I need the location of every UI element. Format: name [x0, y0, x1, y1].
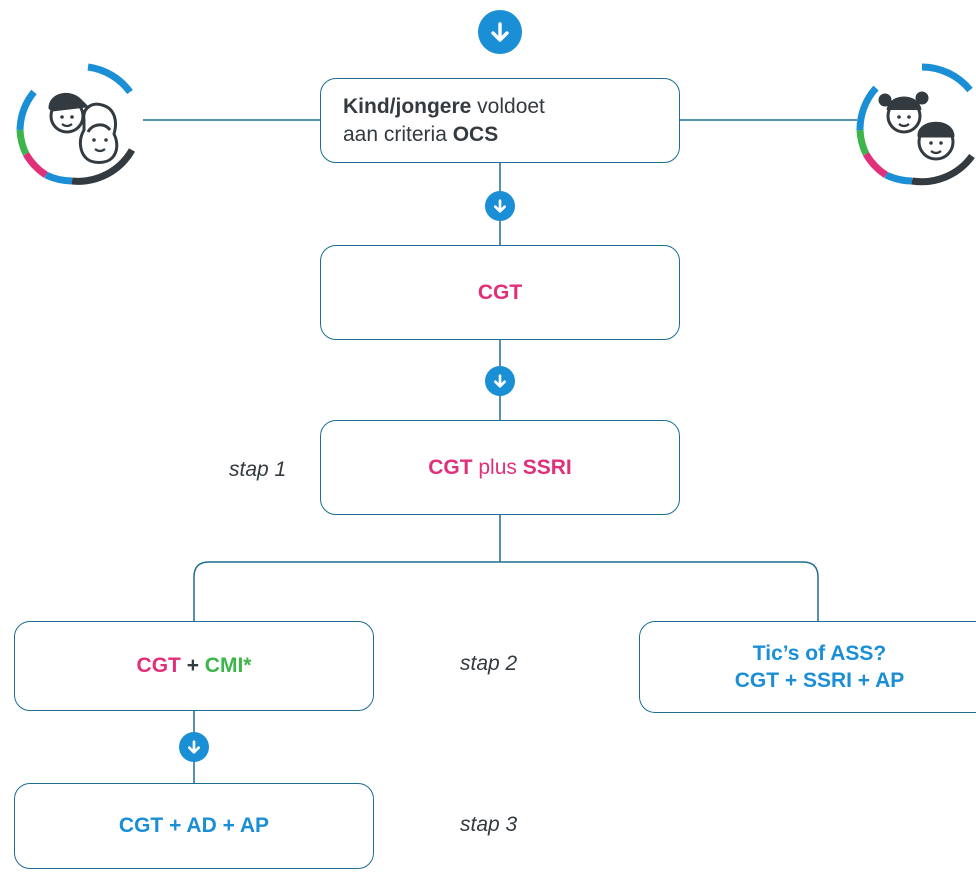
- stap1-cgt: CGT: [428, 455, 473, 479]
- start-subject: Kind/jongere: [343, 95, 472, 119]
- step-2-label: stap 2: [460, 652, 518, 675]
- cmi-text: CGT + CMI*: [137, 652, 252, 679]
- stap3-label: CGT + AD + AP: [118, 814, 270, 838]
- start-verb: voldoet: [471, 95, 545, 119]
- stap1-ssri: SSRI: [522, 455, 572, 479]
- cgt-node: CGT: [320, 245, 680, 340]
- arrow-down-icon: [179, 732, 209, 762]
- cmi-node: CGT + CMI*: [14, 621, 374, 711]
- connector-branch: [193, 561, 819, 621]
- arrow-down-icon: [478, 10, 522, 54]
- start-node: Kind/jongere voldoet aan criteria OCS: [320, 78, 680, 163]
- cgt-label: CGT: [477, 280, 523, 304]
- boy-girl-avatar-icon: [16, 63, 136, 185]
- start-line-2: aan criteria OCS: [343, 121, 498, 148]
- stap3-node: CGT + AD + AP: [14, 783, 374, 869]
- tic-node: Tic’s of ASS? CGT + SSRI + AP: [639, 621, 976, 713]
- tic-question: Tic’s of ASS?: [752, 641, 887, 665]
- stap1-node: CGT plus SSRI: [320, 420, 680, 515]
- cmi-cgt: CGT: [136, 654, 181, 678]
- girl-boy-avatar-icon: [856, 63, 975, 186]
- step-3-label: stap 3: [460, 813, 518, 836]
- cmi-label: CMI*: [204, 654, 252, 678]
- arrow-down-icon: [485, 191, 515, 221]
- cmi-plus: +: [180, 654, 205, 678]
- step-1-label: stap 1: [229, 458, 287, 481]
- start-criteria: aan criteria: [343, 122, 453, 146]
- start-ocs: OCS: [452, 122, 499, 146]
- start-line-1: Kind/jongere voldoet: [343, 93, 545, 120]
- tic-treatment: CGT + SSRI + AP: [734, 669, 905, 692]
- stap1-plus: plus: [472, 455, 523, 479]
- arrow-down-icon: [485, 366, 515, 396]
- stap1-text: CGT plus SSRI: [428, 454, 572, 481]
